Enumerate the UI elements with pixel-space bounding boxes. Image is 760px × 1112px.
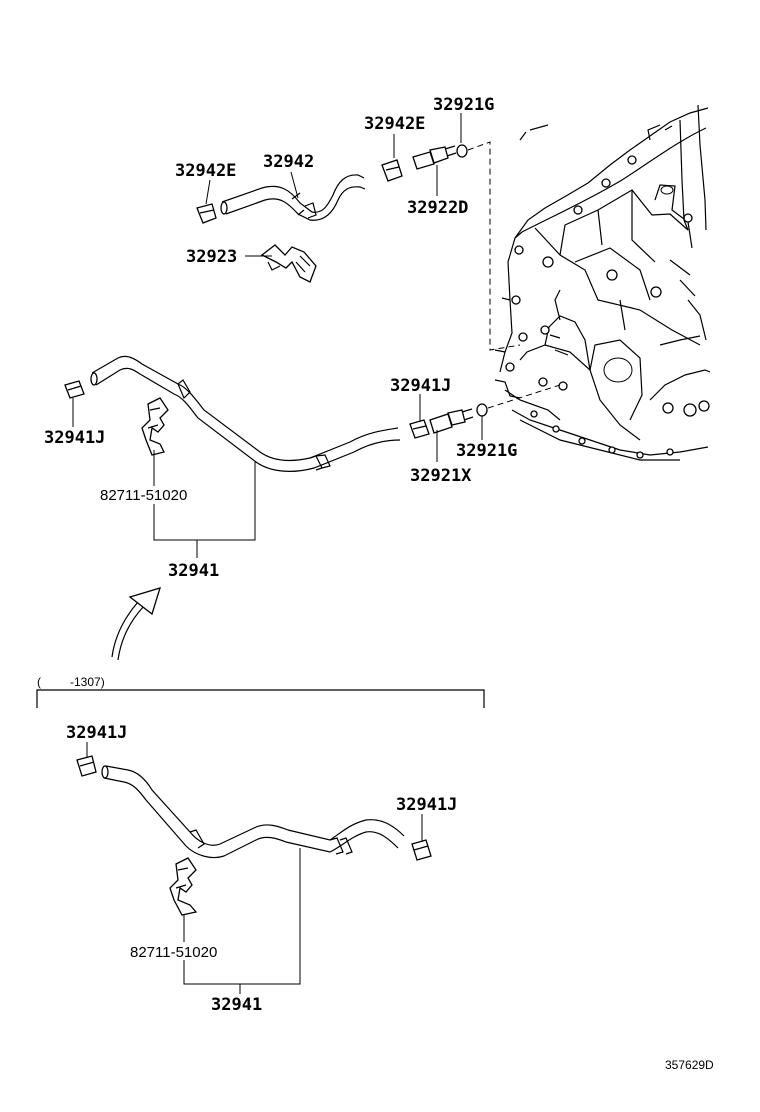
label-82711-51020-upper: 82711-51020 — [100, 487, 187, 504]
label-32942E-right: 32942E — [364, 114, 425, 134]
range-note-open: ( — [37, 675, 41, 689]
label-32941J-lower-left: 32941J — [66, 723, 127, 743]
label-32941-lower: 32941 — [211, 995, 262, 1015]
label-32941J-lower-right: 32941J — [396, 795, 457, 815]
part-labels: 32921G 32942E 32942E 32942 32922D 32923 … — [37, 95, 714, 1072]
label-32921G-mid: 32921G — [456, 441, 517, 461]
leader-lines — [72, 113, 483, 994]
hose-32941-upper-assembly — [64, 355, 488, 472]
label-32921X: 32921X — [410, 466, 472, 486]
label-32923: 32923 — [186, 247, 237, 267]
range-note: -1307) — [70, 675, 105, 689]
hose-32942-assembly — [196, 144, 468, 283]
label-32922D: 32922D — [407, 198, 468, 218]
variant-section-frame — [36, 689, 485, 708]
variant-arrow-icon — [111, 587, 161, 661]
label-32921G-top: 32921G — [433, 95, 494, 115]
label-32941-upper: 32941 — [168, 561, 219, 581]
hose-32941-lower-assembly — [76, 755, 432, 916]
assembly-dashed-lines — [467, 141, 561, 409]
label-82711-51020-lower: 82711-51020 — [130, 944, 217, 961]
figure-id: 357629D — [665, 1058, 714, 1072]
label-32942E-left: 32942E — [175, 161, 236, 181]
transmission-case-drawing — [494, 104, 711, 461]
label-32941J-upper-right: 32941J — [390, 376, 451, 396]
label-32942: 32942 — [263, 152, 314, 172]
label-32941J-upper-left: 32941J — [44, 428, 105, 448]
